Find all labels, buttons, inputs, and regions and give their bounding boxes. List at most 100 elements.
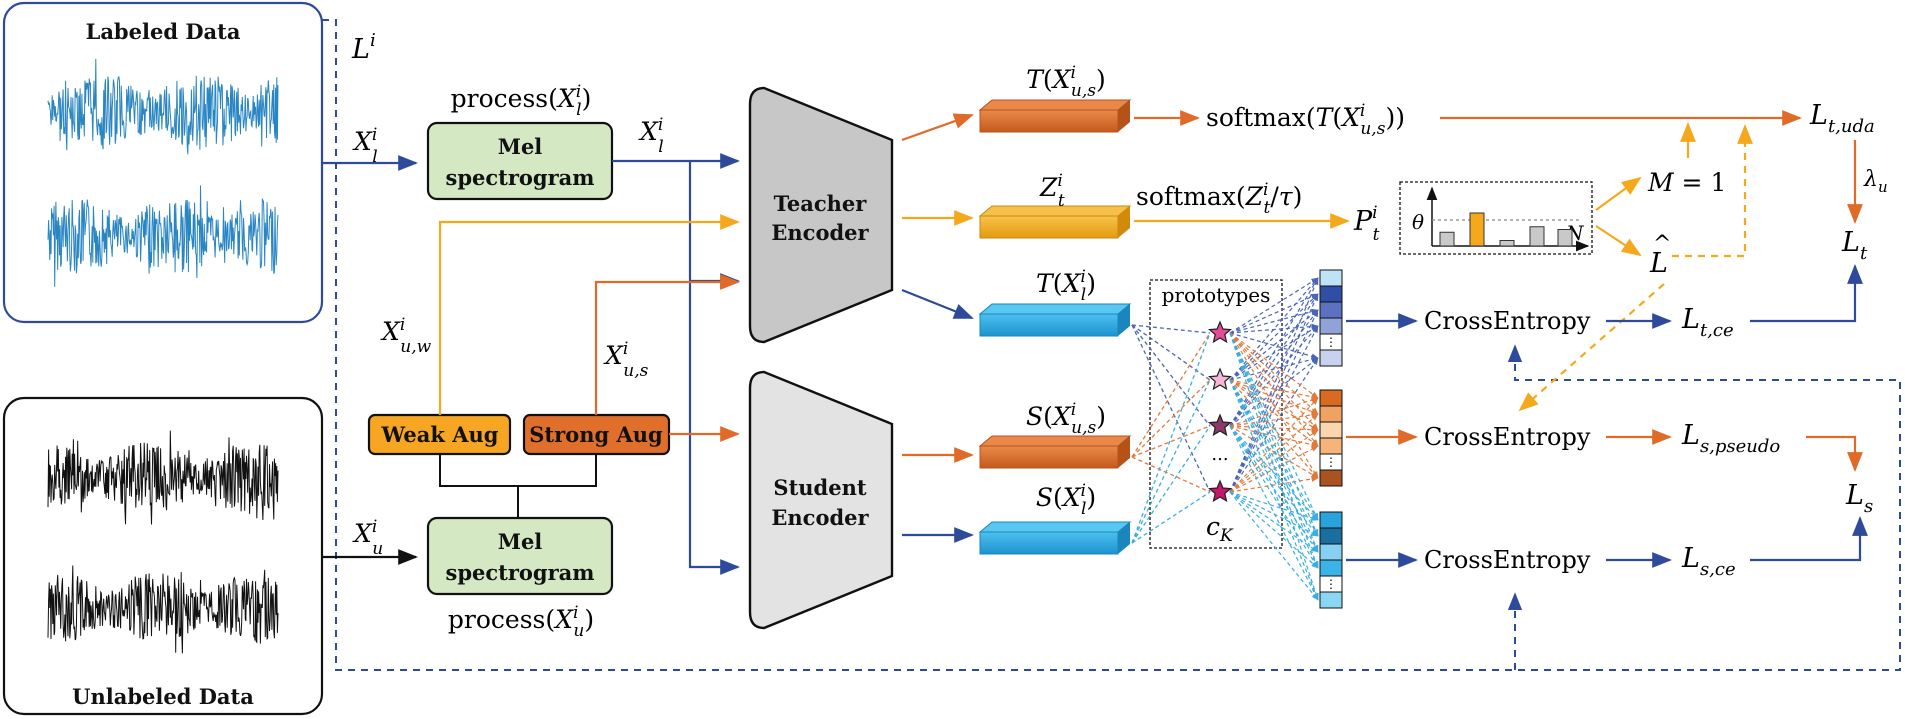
prototype-link bbox=[1229, 277, 1319, 493]
confidence-histogram: θ N bbox=[1399, 181, 1593, 255]
loss-l-t-uda: Lt,uda bbox=[1809, 100, 1875, 137]
mel-bottom-line1: Mel bbox=[498, 529, 543, 554]
prototypes-label: prototypes bbox=[1162, 283, 1271, 307]
mel-top-line1: Mel bbox=[498, 134, 543, 159]
prototype-link bbox=[1229, 293, 1319, 427]
prototype-link bbox=[1229, 325, 1319, 381]
encoder-output-arrows bbox=[901, 113, 974, 543]
prototype-link bbox=[1229, 277, 1319, 334]
teacher-label-1: Teacher bbox=[774, 191, 868, 216]
labeled-waveform-1 bbox=[47, 58, 279, 155]
mel-bottom-line2: spectrogram bbox=[446, 560, 595, 585]
prototype-link bbox=[1229, 357, 1319, 493]
prototype-link bbox=[1131, 324, 1211, 427]
student-encoder: Student Encoder bbox=[748, 370, 894, 630]
prototype-star-icon bbox=[1208, 367, 1232, 391]
embedding-t-l bbox=[978, 303, 1132, 337]
arrow-weak-to-teacher bbox=[438, 214, 740, 415]
prototype-link bbox=[1229, 379, 1319, 479]
prototype-link bbox=[1229, 332, 1319, 537]
embedding-z-t bbox=[978, 205, 1132, 239]
weak-aug-label: Weak Aug bbox=[381, 422, 499, 447]
prototype-link bbox=[1229, 332, 1319, 601]
prototype-link bbox=[1131, 324, 1211, 493]
teacher-label-2: Encoder bbox=[771, 220, 869, 245]
prototype-link bbox=[1229, 425, 1319, 537]
histogram-bar bbox=[1499, 240, 1515, 247]
prototype-star-icon bbox=[1208, 479, 1232, 503]
prototype-link bbox=[1229, 357, 1319, 427]
prototype-link bbox=[1131, 332, 1211, 458]
prototype-star-icon bbox=[1208, 320, 1232, 344]
prototype-link bbox=[1229, 308, 1319, 334]
student-label-2: Encoder bbox=[771, 505, 869, 530]
labeled-data-panel: Labeled Data bbox=[2, 1, 324, 324]
arrow-l-hat-to-ce2 bbox=[1518, 283, 1665, 412]
prototype-link bbox=[1229, 277, 1319, 381]
probability-cell bbox=[1319, 559, 1343, 577]
prototype-link bbox=[1131, 379, 1211, 544]
probability-cell bbox=[1319, 591, 1343, 609]
prototype-link bbox=[1229, 425, 1319, 433]
probability-cell bbox=[1319, 301, 1343, 319]
probability-cell bbox=[1319, 469, 1343, 487]
prototype-link bbox=[1229, 491, 1319, 553]
prototype-link bbox=[1229, 323, 1319, 334]
cross-entropy-3: CrossEntropy bbox=[1424, 546, 1591, 574]
embedding-t-us bbox=[978, 99, 1132, 133]
prototype-connections bbox=[1131, 277, 1319, 601]
prototype-link bbox=[1229, 309, 1319, 493]
prototype-star-icon bbox=[1208, 413, 1232, 437]
prototypes-ellipsis: ... bbox=[1211, 444, 1228, 465]
theta-label: θ bbox=[1412, 210, 1424, 234]
unlabeled-data-panel: Unlabeled Data bbox=[2, 396, 324, 716]
arrow-l-hat-to-uda bbox=[1672, 124, 1753, 258]
probability-ellipsis: ⋮ bbox=[1325, 455, 1337, 469]
prototype-link bbox=[1229, 325, 1319, 427]
prototype-link bbox=[1131, 425, 1211, 544]
prototype-link bbox=[1229, 332, 1319, 553]
prototype-link bbox=[1131, 491, 1211, 544]
probability-cell bbox=[1319, 285, 1343, 303]
prototype-link bbox=[1229, 491, 1319, 601]
prototype-link bbox=[1229, 379, 1319, 601]
prototype-link bbox=[1229, 379, 1319, 447]
prototype-link bbox=[1131, 332, 1211, 544]
unlabeled-data-title: Unlabeled Data bbox=[72, 684, 254, 709]
label-feedback-loop bbox=[322, 19, 1901, 671]
cross-entropy-2: CrossEntropy bbox=[1424, 423, 1591, 451]
prototype-link bbox=[1229, 293, 1319, 334]
prototype-link bbox=[1229, 429, 1319, 493]
prototype-link bbox=[1131, 324, 1211, 334]
embedding-s-us bbox=[978, 435, 1132, 469]
probability-cell bbox=[1319, 317, 1343, 335]
prototype-link bbox=[1229, 325, 1319, 493]
probability-cell bbox=[1319, 527, 1343, 545]
prototype-link bbox=[1229, 491, 1319, 569]
histogram-bar bbox=[1529, 226, 1545, 247]
histogram-bar bbox=[1557, 229, 1573, 247]
prototype-link bbox=[1229, 445, 1319, 493]
probability-ellipsis: ⋮ bbox=[1325, 577, 1337, 591]
prototype-link bbox=[1229, 293, 1319, 493]
prototype-link bbox=[1229, 379, 1319, 415]
histogram-bar bbox=[1439, 231, 1455, 247]
probability-cell bbox=[1319, 543, 1343, 561]
teacher-encoder: Teacher Encoder bbox=[748, 86, 894, 344]
prototype-link bbox=[1131, 379, 1211, 458]
cross-entropy-arrows bbox=[1346, 264, 1868, 568]
loss-l-s-ce: Ls,ce bbox=[1681, 543, 1736, 580]
probability-cell bbox=[1319, 389, 1343, 407]
strong-aug-box: Strong Aug bbox=[522, 413, 671, 456]
probability-cell bbox=[1319, 421, 1343, 439]
prototype-link bbox=[1131, 324, 1211, 381]
prototype-link bbox=[1229, 413, 1319, 493]
prototype-link bbox=[1131, 456, 1211, 493]
